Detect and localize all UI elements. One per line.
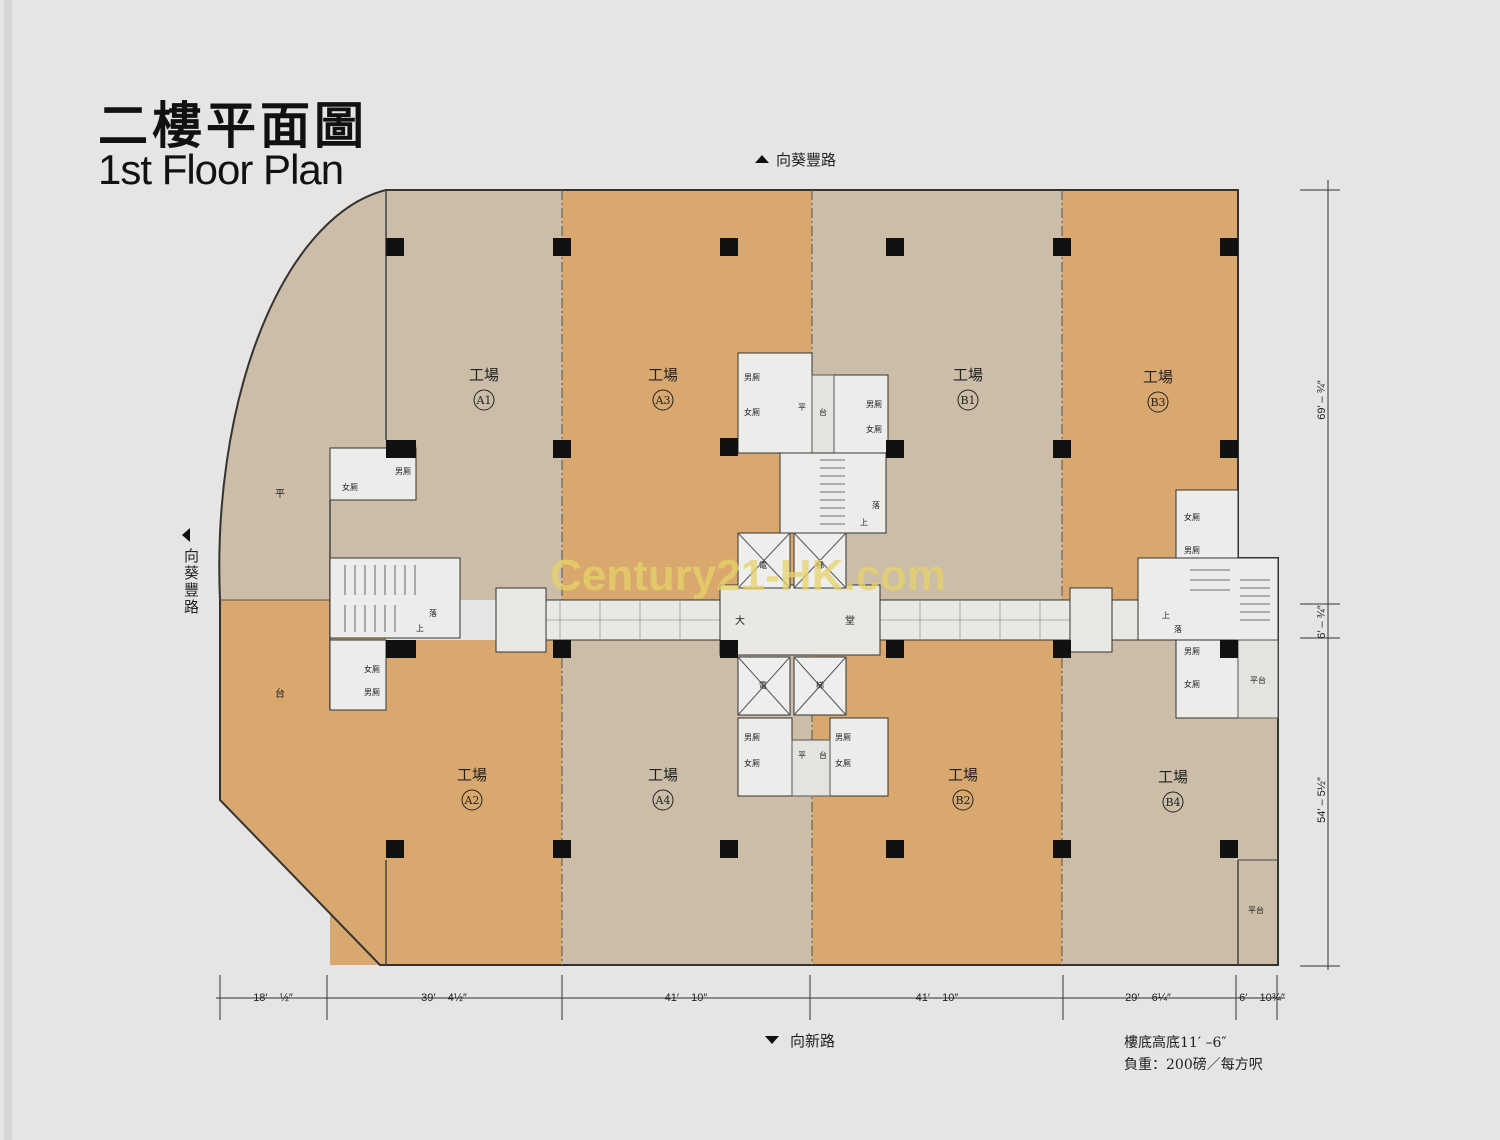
label-terrace-center-lower: 台 — [819, 750, 827, 760]
unit-label-b3: 工場 — [1143, 368, 1173, 386]
unit-id-a1: A1 — [476, 394, 492, 407]
unit-label-a4: 工場 — [648, 766, 678, 784]
platform-right — [1237, 639, 1279, 719]
toilet-center-lower-right — [829, 717, 889, 797]
toilet-center-lower-left — [737, 717, 793, 797]
label-terrace-center-upper-a: 平 — [798, 403, 806, 412]
page-title-english: 1st Floor Plan — [98, 146, 344, 193]
structural-columns — [386, 238, 1238, 858]
label-female-wc: 女厠 — [744, 407, 760, 417]
arrow-up-icon — [755, 155, 769, 163]
ceiling-height-note: 樓底高底11′ –6″ — [1124, 1035, 1227, 1051]
unit-label-a2: 工場 — [457, 766, 487, 784]
toilet-right-upper — [1175, 489, 1239, 559]
label-elevator: 梯 — [816, 680, 824, 690]
label-female-wc: 女厠 — [342, 482, 358, 492]
label-female-wc: 女厠 — [744, 758, 760, 768]
dimension-v3: 54′ – 5½″ — [1316, 777, 1328, 823]
load-note: 負重：200磅／每方呎 — [1124, 1057, 1263, 1073]
label-male-wc: 男厠 — [744, 733, 760, 742]
arrow-left-icon — [182, 528, 190, 542]
label-male-wc: 男厠 — [1184, 546, 1200, 555]
label-male-wc: 男厠 — [1184, 647, 1200, 656]
label-terrace-lower: 台 — [275, 687, 285, 700]
unit-id-b3: B3 — [1150, 396, 1165, 409]
dimension-6: 6′ – 10¾″ — [1239, 992, 1285, 1004]
label-female-wc: 女厠 — [1184, 679, 1200, 689]
label-female-wc: 女厠 — [835, 758, 851, 768]
unit-b2 — [812, 640, 1062, 965]
label-male-wc: 男厠 — [364, 688, 380, 697]
vertical-dimension-line — [1300, 180, 1340, 970]
label-male-wc: 男厠 — [835, 733, 851, 742]
unit-label-b2: 工場 — [948, 766, 978, 784]
label-up: 上 — [416, 624, 424, 633]
label-female-wc: 女厠 — [364, 664, 380, 674]
unit-id-b2: B2 — [955, 794, 970, 807]
unit-id-b1: B1 — [960, 394, 975, 407]
toilet-center-upper-right — [833, 374, 889, 456]
label-platform: 平台 — [1250, 675, 1266, 685]
label-female-wc: 女厠 — [866, 424, 882, 434]
page-edge — [4, 0, 12, 1140]
label-terrace-center-lower-a: 平 — [798, 751, 806, 760]
label-up: 上 — [1162, 611, 1170, 620]
label-lobby: 大 — [735, 614, 745, 627]
label-lobby: 堂 — [845, 615, 855, 627]
horizontal-dimension-line — [216, 975, 1285, 1020]
dimension-3: 41′ – 10″ — [665, 992, 708, 1004]
toilet-left-lower — [329, 639, 387, 711]
label-elevator: 梯 — [816, 560, 824, 570]
unit-label-b1: 工場 — [953, 366, 983, 384]
label-terrace-center-upper: 台 — [819, 407, 827, 417]
direction-top-label: 向葵豐路 — [776, 151, 837, 169]
toilet-center-upper-left — [737, 352, 813, 454]
label-male-wc: 男厠 — [395, 467, 411, 476]
label-terrace-upper: 平 — [275, 489, 285, 500]
dimension-1: 18′ – ½″ — [253, 992, 293, 1004]
unit-label-a1: 工場 — [469, 366, 499, 384]
label-down: 落 — [872, 500, 880, 510]
label-elevator: 電 — [759, 681, 767, 690]
dimension-2: 39′ – 4½″ — [421, 992, 467, 1004]
unit-label-a3: 工場 — [648, 366, 678, 384]
label-platform: 平台 — [1248, 905, 1264, 915]
watermark: Century21-HK.com — [550, 551, 946, 600]
unit-id-a2: A2 — [464, 794, 480, 807]
dimension-v1: 69′ – ¾″ — [1316, 380, 1328, 420]
label-elevator: 電 — [759, 561, 767, 570]
dimension-4: 41′ – 10″ — [916, 992, 959, 1004]
unit-id-a3: A3 — [655, 394, 671, 407]
label-female-wc: 女厠 — [1184, 512, 1200, 522]
direction-bottom-label: 向新路 — [790, 1032, 836, 1050]
stair-core-center-upper — [779, 452, 887, 534]
unit-label-b4: 工場 — [1158, 768, 1188, 786]
label-male-wc: 男厠 — [744, 373, 760, 382]
label-down: 落 — [1174, 624, 1182, 634]
unit-a1 — [386, 190, 562, 600]
dimension-v2: 6′ – ¾″ — [1316, 605, 1328, 639]
direction-left-label: 向葵豐路 — [184, 547, 200, 616]
dimension-5: 29′ – 6¼″ — [1125, 992, 1171, 1004]
page-title-chinese: 二樓平面圖 — [98, 97, 368, 155]
label-up: 上 — [860, 518, 868, 527]
arrow-down-icon — [765, 1036, 779, 1044]
label-down: 落 — [429, 608, 437, 618]
building-outline — [218, 189, 1279, 966]
unit-id-b4: B4 — [1165, 796, 1180, 809]
lobby-center — [719, 584, 881, 656]
label-male-wc: 男厠 — [866, 400, 882, 409]
unit-id-a4: A4 — [655, 794, 671, 807]
